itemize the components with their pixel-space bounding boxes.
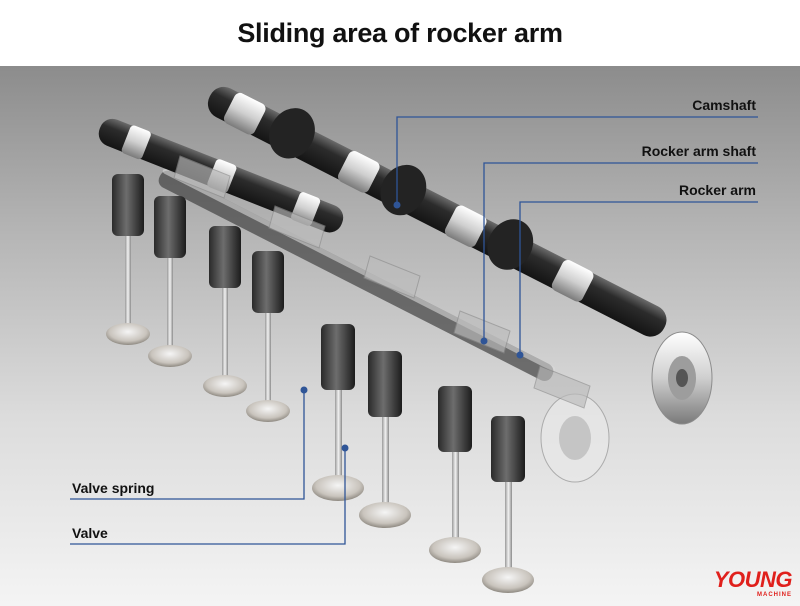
- diagram-title: Sliding area of rocker arm: [237, 17, 563, 48]
- title-bar: Sliding area of rocker arm: [0, 0, 800, 66]
- leader-lines: [70, 116, 758, 545]
- leader-line-camshaft: [396, 116, 758, 203]
- label-camshaft: Camshaft: [692, 97, 756, 113]
- label-rocker-arm-shaft: Rocker arm shaft: [641, 143, 756, 159]
- young-machine-logo: YOUNG MACHINE: [713, 567, 793, 599]
- label-valve-spring: Valve spring: [72, 480, 155, 496]
- leader-line-rocker-arm-shaft: [483, 162, 758, 339]
- leader-dots: [300, 201, 524, 452]
- leader-line-valve: [70, 450, 346, 545]
- illustration-area: Camshaft Rocker arm shaft Rocker arm Val…: [0, 66, 800, 606]
- leader-line-rocker-arm: [519, 201, 758, 353]
- exhaust-camshaft: [207, 86, 667, 337]
- leader-line-valve-spring: [70, 392, 305, 500]
- intake-valve-row: [106, 174, 290, 422]
- valvetrain-illustration: [70, 86, 758, 593]
- label-rocker-arm: Rocker arm: [678, 182, 756, 198]
- logo-main-text: YOUNG: [713, 567, 793, 592]
- cam-sprocket: [540, 331, 713, 483]
- exhaust-valve-row: [312, 324, 534, 593]
- logo-sub-text: MACHINE: [757, 592, 792, 598]
- rocker-arms: [173, 155, 591, 409]
- label-valve: Valve: [72, 525, 108, 541]
